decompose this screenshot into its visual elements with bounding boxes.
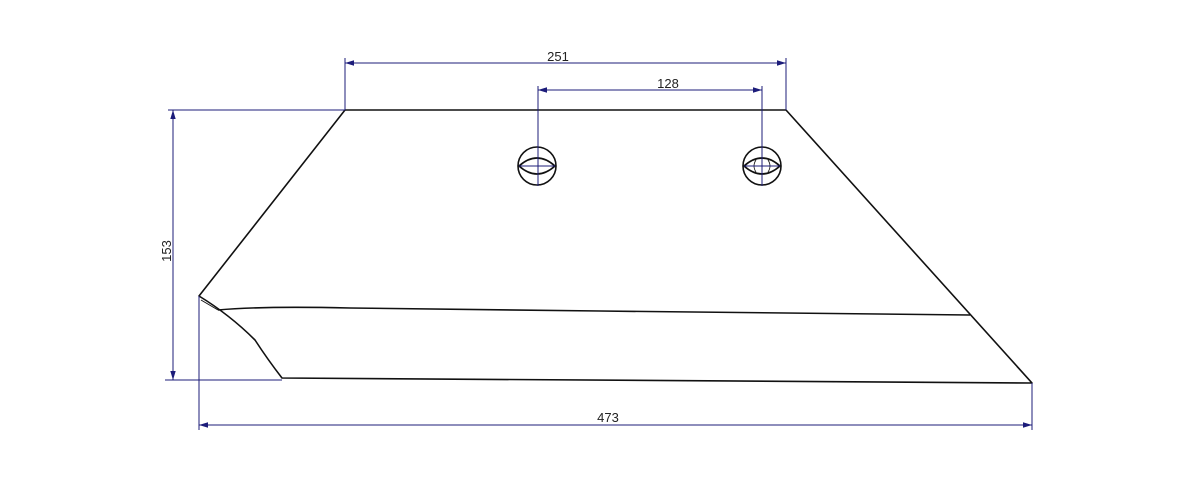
dimension-hole-spacing: 128 [519, 76, 780, 186]
dimension-label-473: 473 [597, 410, 619, 425]
dimension-label-153: 153 [159, 240, 174, 262]
plough-share-outline [198, 109, 1033, 384]
dimension-label-251: 251 [547, 49, 569, 64]
dimension-overall-width: 473 [198, 296, 1033, 430]
outer-contour [198, 109, 1033, 384]
dimension-label-128: 128 [657, 76, 679, 91]
bevel-edge-line [200, 299, 219, 311]
cutting-edge-bevel-line [217, 306, 971, 316]
dimension-height: 153 [159, 109, 345, 381]
dimension-top-width: 251 [344, 49, 787, 110]
